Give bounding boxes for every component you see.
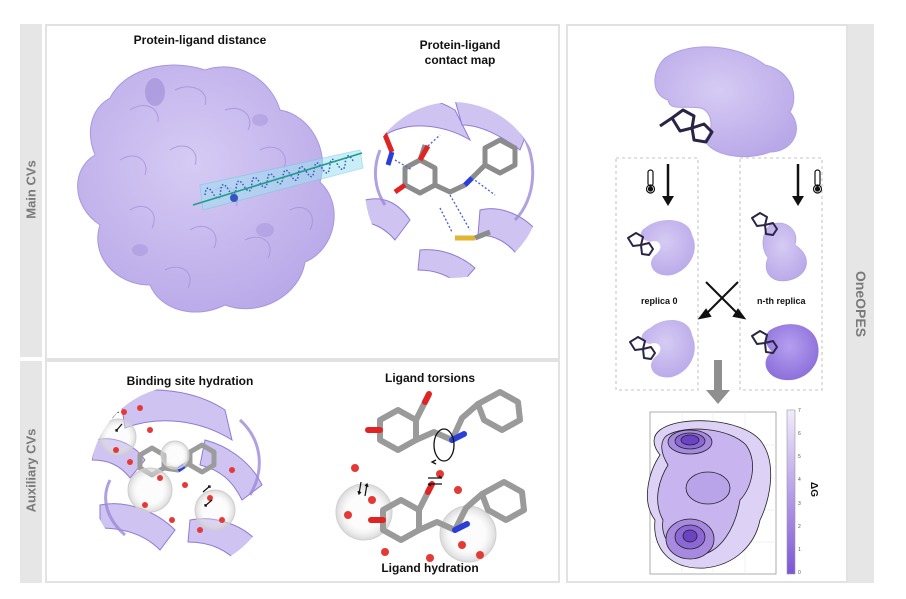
colorbar-tick: 5: [798, 454, 801, 461]
contact-map-title-line1: Protein-ligand: [419, 38, 501, 52]
colorbar-tick: 0: [798, 569, 801, 576]
colorbar-ticks: 7 6 5 4 3 2 1 0: [798, 408, 808, 576]
replica0-protein-bottom: [629, 319, 695, 378]
colorbar-tick: 4: [798, 477, 801, 484]
colorbar-tick: 7: [798, 408, 801, 414]
nth-replica-label: n-th replica: [757, 296, 806, 306]
replica0-label: replica 0: [641, 296, 678, 306]
thermometer-icon-right: [812, 169, 823, 194]
oneopes-main-protein: [654, 46, 797, 158]
nth-replica-protein-bottom: [751, 324, 819, 381]
down-arrow-grey: [706, 360, 730, 404]
ligand-torsions-title: Ligand torsions: [385, 371, 475, 385]
right-strip: [848, 24, 874, 583]
distance-title: Protein-ligand distance: [133, 33, 267, 47]
colorbar-tick: 6: [798, 431, 801, 438]
ligand-torsions-molecule: [365, 389, 523, 465]
contact-map-circle: [365, 102, 541, 278]
distance-spring: [192, 149, 364, 211]
nth-replica-protein-top: [751, 212, 807, 282]
ligand-hydration-molecule: [335, 464, 527, 563]
replica-arrows: [645, 164, 823, 206]
left-strip-main: [20, 24, 42, 357]
binding-site-hydration-title: Binding site hydration: [126, 374, 254, 388]
contact-map-title-line2: contact map: [424, 53, 496, 67]
left-strip-aux: [20, 361, 42, 583]
exchange-cross-icon: [697, 281, 747, 320]
colorbar-tick: 1: [798, 546, 801, 553]
colorbar-tick: 3: [798, 500, 801, 507]
binding-site-hydration-circle: [90, 386, 274, 570]
colorbar-tick: 2: [798, 523, 801, 530]
free-energy-map: [647, 409, 796, 575]
replica0-protein-top: [627, 219, 695, 276]
colorbar-label: ΔG: [807, 482, 819, 497]
ligand-hydration-title: Ligand hydration: [381, 561, 479, 575]
replica-boxes: [615, 157, 823, 391]
thermometer-icon-left: [645, 169, 656, 194]
